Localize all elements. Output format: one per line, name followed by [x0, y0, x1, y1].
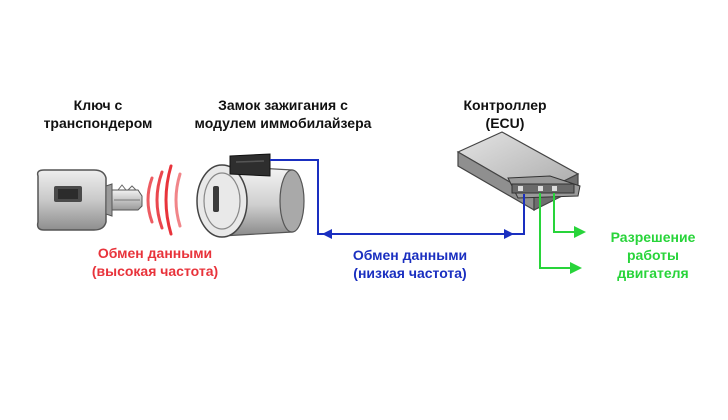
- ignition-lock-icon: [196, 153, 305, 238]
- ecu-label: Контроллер (ECU): [430, 96, 580, 132]
- key-label: Ключ с транспондером: [18, 96, 178, 132]
- low-frequency-link: [270, 159, 525, 239]
- ecu-controller-icon: [456, 131, 581, 212]
- lf-label-line-2: (низкая частота): [353, 265, 467, 281]
- enable-label-line-1: Разрешение: [610, 229, 696, 245]
- hf-label-line-2: (высокая частота): [91, 263, 219, 279]
- engine-enable-outputs: [539, 193, 586, 274]
- enable-label-line-3: двигателя: [617, 265, 689, 281]
- transponder-key-icon: [36, 169, 143, 231]
- lf-label-line-1: Обмен данными: [352, 247, 468, 263]
- key-label-line-1: Ключ с: [73, 97, 123, 113]
- key-label-line-2: транспондером: [43, 115, 153, 131]
- low-frequency-label: Обмен данными (низкая частота): [320, 246, 500, 282]
- hf-label-line-1: Обмен данными: [97, 245, 213, 261]
- high-frequency-label: Обмен данными (высокая частота): [60, 244, 250, 280]
- enable-label-line-2: работы: [626, 247, 679, 263]
- lock-label-line-1: Замок зажигания с: [218, 97, 348, 113]
- ignition-lock-label: Замок зажигания с модулем иммобилайзера: [168, 96, 398, 132]
- radio-waves-icon: [146, 164, 182, 236]
- engine-enable-label: Разрешение работы двигателя: [598, 228, 708, 282]
- ecu-label-line-1: Контроллер: [463, 97, 547, 113]
- lock-label-line-2: модулем иммобилайзера: [194, 115, 372, 131]
- ecu-label-line-2: (ECU): [485, 115, 525, 131]
